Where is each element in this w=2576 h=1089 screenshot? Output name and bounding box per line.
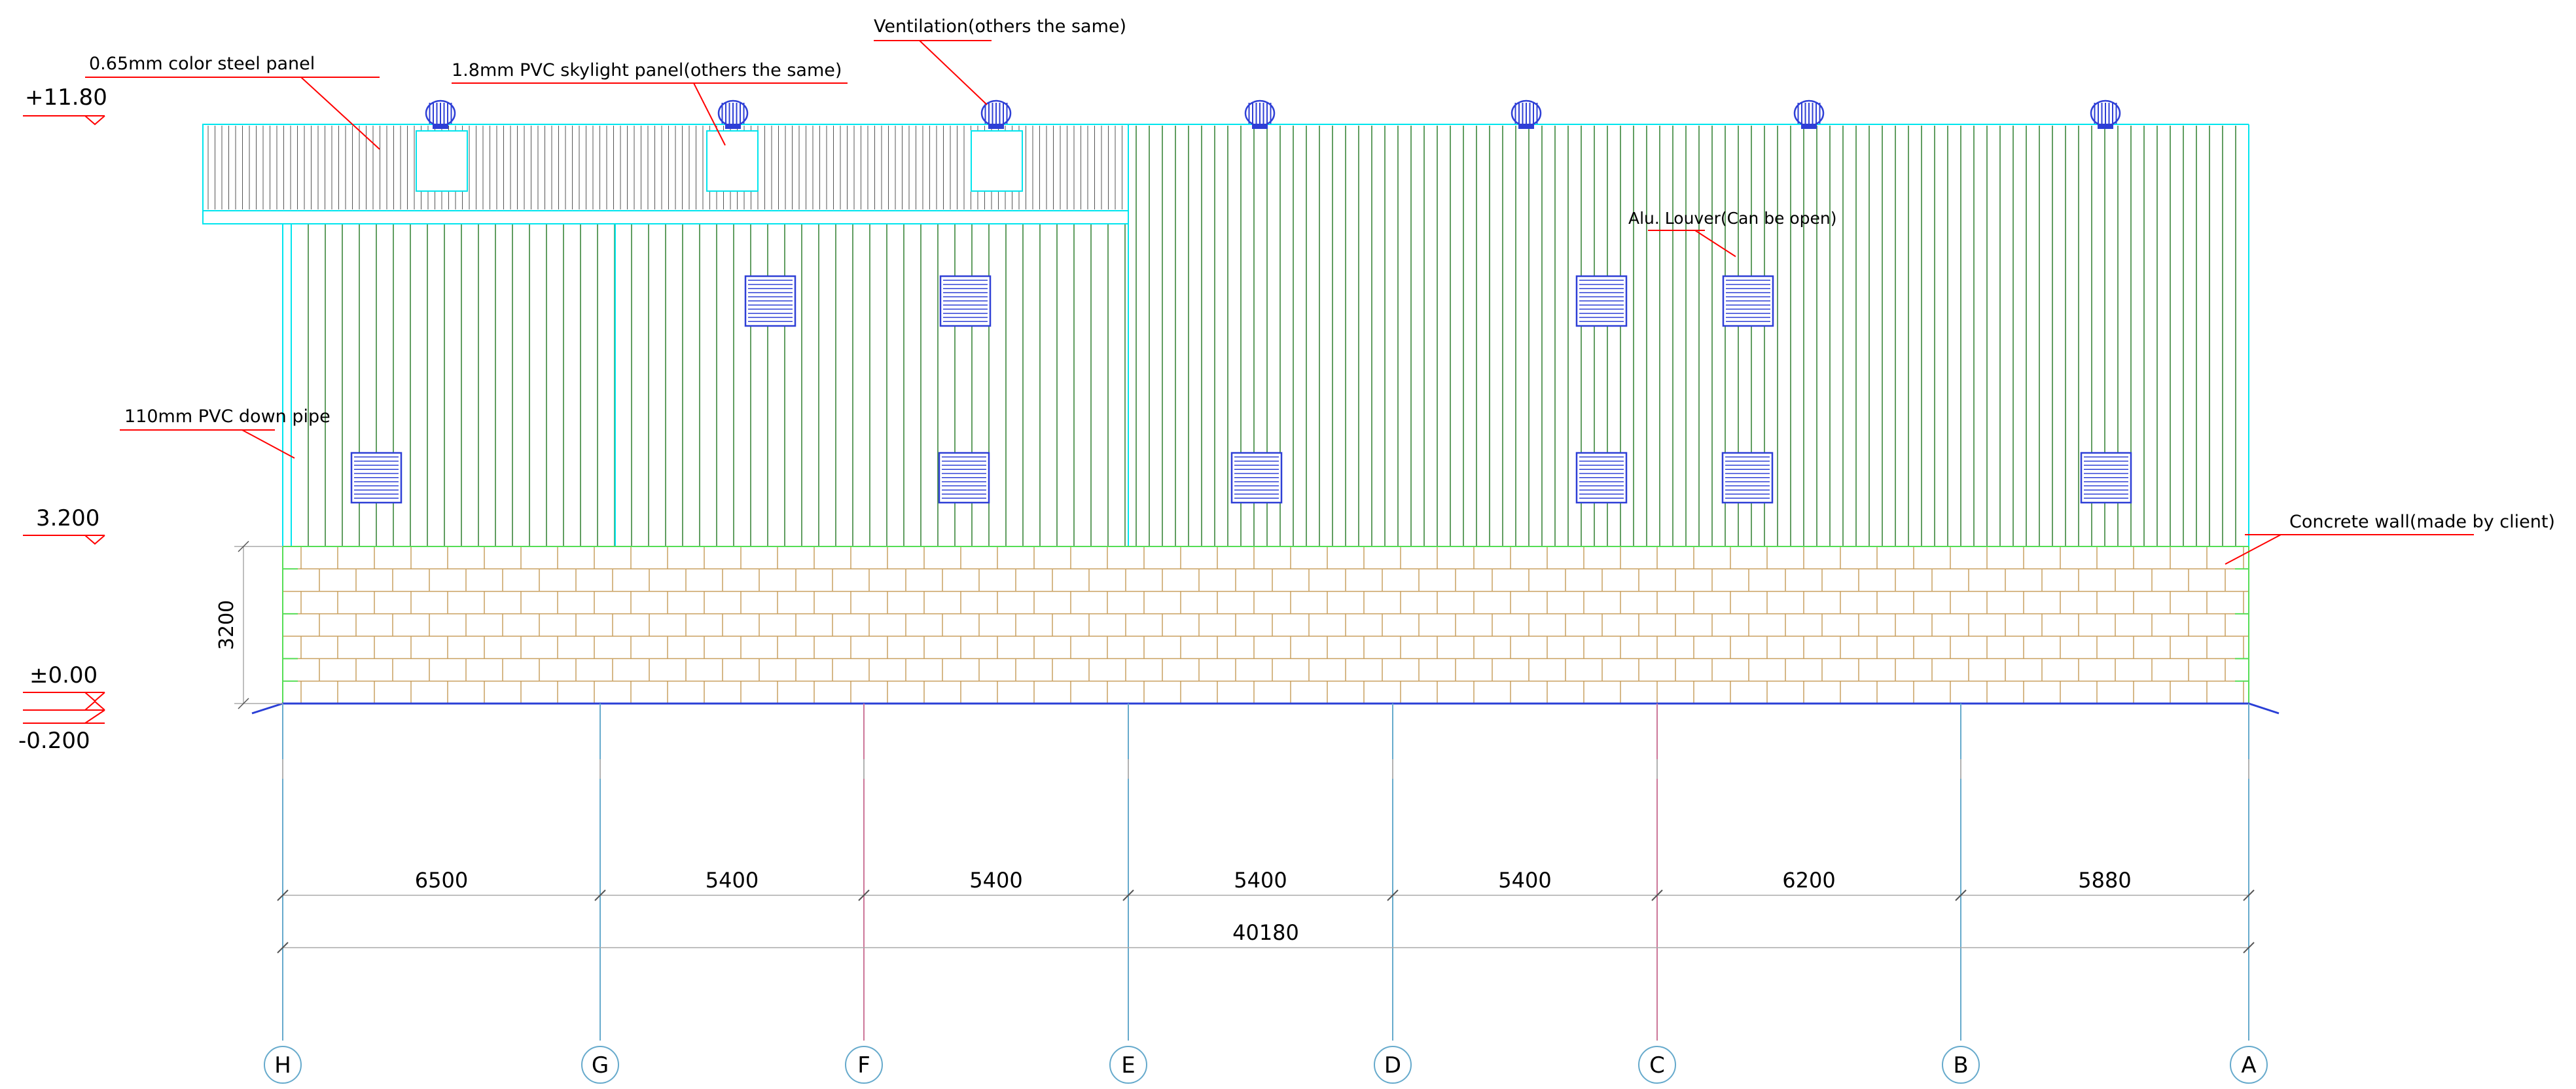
skylight-panels [416,130,1023,192]
dim-tick [277,942,289,954]
louver [938,452,990,504]
grid-axis-label: B [1953,1052,1968,1079]
ventilator-base [725,124,741,129]
grid-axis-bubble: C [1638,1046,1676,1084]
wall-course-lines [282,546,2249,704]
grid-axis-circle [1374,1046,1412,1084]
dim-tick [1387,889,1399,901]
skylight-panel [706,130,759,192]
callout-color-steel-panel: 0.65mm color steel panel [89,54,315,74]
callout-leaders [85,40,2474,565]
callout-concrete-wall: Concrete wall(made by client) [2289,512,2555,532]
dim-tick [277,889,289,901]
roof-ventilator [717,99,749,129]
dim-tick [2243,942,2255,954]
dim-tick [2243,889,2255,901]
louver [1230,452,1283,504]
louver [350,452,402,504]
dim-tick [1122,889,1134,901]
level-ground-text: ±0.00 [29,662,98,688]
wall-height-dim-text: 3200 [215,600,238,650]
louver [1575,275,1628,327]
bay-dim-text: 5400 [1498,868,1551,893]
roof-ventilator [1244,99,1276,129]
grid-axis-circle [1638,1046,1676,1084]
grid-axis-label: D [1384,1052,1401,1079]
grid-axis-bubble: E [1109,1046,1147,1084]
louver [1575,452,1628,504]
grid-axis-label: F [857,1052,870,1079]
dim-tick [594,889,606,901]
level-outside-text: -0.200 [18,728,90,754]
grid-axis-circle [845,1046,883,1084]
grid-axis-bubble: F [845,1046,883,1084]
roof-ventilator [1793,99,1825,129]
roof-ventilator [2090,99,2121,129]
level-wall-top-text: 3.200 [36,505,99,531]
bay-dim-text: 6500 [415,868,468,893]
callout-down-pipe: 110mm PVC down pipe [124,406,331,427]
ground-line [251,702,2280,715]
bay-dim-text: 5880 [2078,868,2131,893]
alu-louvers [350,275,2132,504]
louver [1721,452,1774,504]
grid-axis-circle [1942,1046,1980,1084]
louver [939,275,992,327]
wall-height-dimension [234,541,283,709]
level-eaves-text: +11.80 [25,84,107,111]
callout-alu-louver: Alu. Louver(Can be open) [1628,209,1837,228]
dimension-chains: 6500 5400 5400 5400 5400 6200 5880 40180 [277,868,2255,954]
dim-tick [1955,889,1967,901]
callout-ventilation: Ventilation(others the same) [874,16,1126,37]
grid-axis-label: G [592,1052,609,1079]
grid-axis-circle [581,1046,619,1084]
callout-skylight-panel: 1.8mm PVC skylight panel(others the same… [452,60,842,80]
grid-axis-label: A [2241,1052,2256,1079]
grid-lines [282,704,2249,1041]
grid-axis-label: E [1121,1052,1135,1079]
bay-dim-text: 6200 [1782,868,1835,893]
ground-polyline [251,702,2280,715]
skylight-panel [416,130,468,192]
louver [744,275,796,327]
roof-ventilator [980,99,1012,129]
grid-axis-circle [2230,1046,2268,1084]
ventilator-base [1801,124,1817,129]
grid-axis-label: H [274,1052,291,1079]
level-marks [23,115,105,724]
skylight-panel [971,130,1023,192]
ventilator-base [433,124,448,129]
ventilator-base [1252,124,1268,129]
dim-tick [1651,889,1663,901]
ventilator-base [2098,124,2113,129]
roof-ventilator [1511,99,1542,129]
building-outline [202,124,2249,704]
grid-axis-bubble: G [581,1046,619,1084]
grid-axis-bubble: H [264,1046,302,1084]
louver [1722,275,1774,327]
dim-tick [858,889,870,901]
grid-axis-circle [1109,1046,1147,1084]
ventilator-base [988,124,1004,129]
grid-axis-bubble: A [2230,1046,2268,1084]
grid-axis-bubble: D [1374,1046,1412,1084]
bay-dim-text: 5400 [706,868,759,893]
roof-ventilator [425,99,456,129]
roof-ventilators [425,99,2121,129]
bay-dim-text: 5400 [1234,868,1287,893]
louver [2080,452,2132,504]
total-dim-text: 40180 [1232,920,1299,945]
concrete-wall [282,546,2249,704]
ventilator-base [1518,124,1534,129]
grid-axis-label: C [1649,1052,1665,1079]
grid-axis-bubble: B [1942,1046,1980,1084]
concrete-wall-face [283,546,2249,704]
grid-axis-circle [264,1046,302,1084]
bay-dim-text: 5400 [969,868,1022,893]
